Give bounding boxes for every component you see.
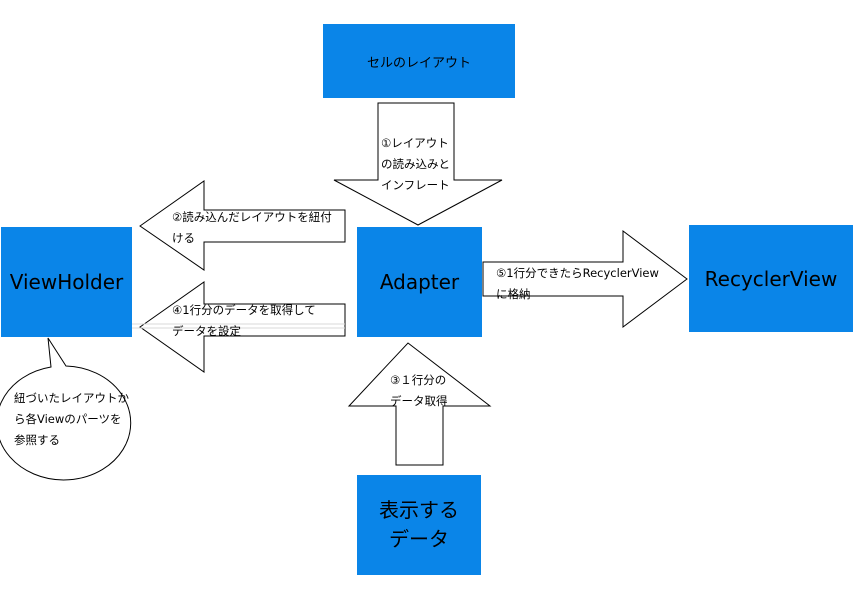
step2-label: ②読み込んだレイアウトを紐付 ける (172, 207, 332, 249)
recyclerview-box: RecyclerView (689, 225, 853, 332)
step4-line2: データを設定 (172, 324, 241, 338)
step4-label: ④1行分のデータを取得して データを設定 (172, 300, 316, 342)
step1-label: ①レイアウト の読み込みと インフレート (381, 133, 450, 196)
display-data-label-line1: 表示する (379, 498, 459, 522)
step1-line3: インフレート (381, 178, 450, 192)
step3-label: ③１行分の データ取得 (390, 370, 448, 412)
step2-line2: ける (172, 231, 195, 245)
step5-line2: に格納 (496, 287, 531, 301)
speech-bubble (0, 337, 132, 481)
adapter-box: Adapter (357, 227, 482, 337)
recyclerview-label: RecyclerView (704, 266, 838, 291)
display-data-label-line2: データ (389, 527, 449, 551)
step4-line1: ④1行分のデータを取得して (172, 303, 316, 317)
step3-line1: ③１行分の (390, 373, 447, 387)
arrow-bind-layout (139, 180, 346, 271)
arrow-fetch-row-data (347, 342, 492, 466)
step5-line1: ⑤1行分できたらRecyclerView (496, 266, 659, 280)
step2-line1: ②読み込んだレイアウトを紐付 (172, 210, 332, 224)
cell-layout-box: セルのレイアウト (323, 24, 515, 98)
step1-line1: ①レイアウト (381, 136, 449, 150)
arrow-set-data (139, 281, 346, 373)
viewholder-label: ViewHolder (9, 270, 124, 294)
viewholder-box: ViewHolder (1, 227, 132, 337)
cell-layout-label: セルのレイアウト (366, 55, 471, 71)
step5-label: ⑤1行分できたらRecyclerView に格納 (496, 263, 659, 305)
step1-line2: の読み込みと (381, 157, 450, 171)
speech-bubble-text: 紐づいたレイアウトから各Viewのパーツを参照する (14, 391, 129, 447)
adapter-label: Adapter (379, 270, 460, 294)
arrow-store-in-recyclerview (482, 230, 688, 328)
arrow-inflate-layout (333, 102, 503, 226)
display-data-box: 表示する データ (357, 475, 481, 575)
step3-line2: データ取得 (390, 394, 448, 408)
